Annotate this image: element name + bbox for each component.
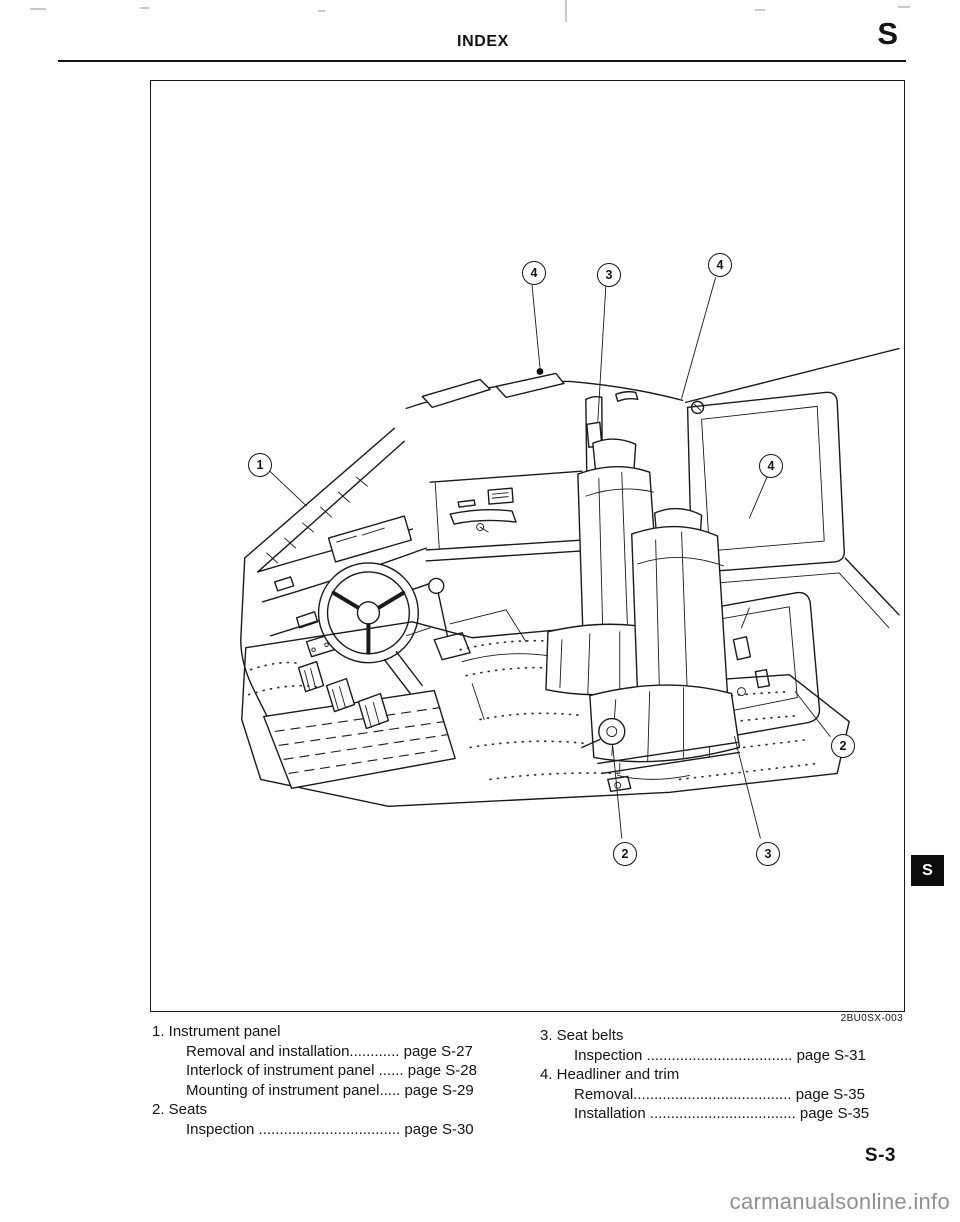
figure-callout: 3 bbox=[756, 842, 780, 866]
figure-callout: 3 bbox=[597, 263, 621, 287]
section-letter: S bbox=[877, 16, 898, 51]
watermark: carmanualsonline.info bbox=[729, 1189, 950, 1214]
figure-callout: 4 bbox=[759, 454, 783, 478]
interior-illustration bbox=[240, 277, 900, 839]
scan-artifact bbox=[565, 0, 567, 22]
index-entry: Inspection .............................… bbox=[574, 1046, 866, 1064]
index-heading: 2. Seats bbox=[152, 1101, 208, 1118]
index-entry: Interlock of instrument panel ...... pag… bbox=[186, 1062, 477, 1079]
index-heading: 3. Seat belts bbox=[540, 1027, 624, 1044]
gear-shifter bbox=[428, 577, 527, 661]
scan-artifact bbox=[140, 7, 149, 9]
index-entry: Installation ...........................… bbox=[574, 1105, 870, 1122]
index-entry: Removal.................................… bbox=[574, 1085, 865, 1103]
figure-box: 4 3 4 1 4 2 2 3 bbox=[150, 80, 905, 1012]
section-thumb-tab: S bbox=[911, 855, 944, 886]
figure-callout: 2 bbox=[613, 842, 637, 866]
scan-artifact bbox=[898, 6, 910, 8]
scan-artifact bbox=[30, 8, 46, 10]
steering-wheel bbox=[317, 562, 431, 695]
seats bbox=[545, 438, 741, 780]
index-heading: 1. Instrument panel bbox=[152, 1023, 281, 1040]
header-rule bbox=[58, 60, 906, 62]
index-entry: Mounting of instrument panel..... page S… bbox=[186, 1081, 474, 1099]
figure-callout: 4 bbox=[522, 261, 546, 285]
figure-callout: 4 bbox=[708, 253, 732, 277]
figure-code: 2BU0SX-003 bbox=[840, 1013, 903, 1024]
index-entry: Removal and installation............ pag… bbox=[186, 1042, 473, 1060]
index-heading: 4. Headliner and trim bbox=[540, 1066, 680, 1083]
callout-leader-lines bbox=[268, 277, 831, 839]
index-column-right: 3. Seat belts Inspection ...............… bbox=[540, 1026, 940, 1124]
figure-callout: 2 bbox=[831, 734, 855, 758]
scan-artifact bbox=[755, 9, 765, 11]
page-number: S-3 bbox=[864, 1145, 896, 1166]
index-column-left: 1. Instrument panel Removal and installa… bbox=[152, 1022, 552, 1139]
figure-callout: 1 bbox=[248, 453, 272, 477]
floor-and-pedals bbox=[241, 621, 850, 808]
scan-artifact bbox=[318, 10, 325, 12]
index-entry: Inspection .............................… bbox=[186, 1120, 474, 1138]
page-title: INDEX bbox=[457, 33, 509, 50]
